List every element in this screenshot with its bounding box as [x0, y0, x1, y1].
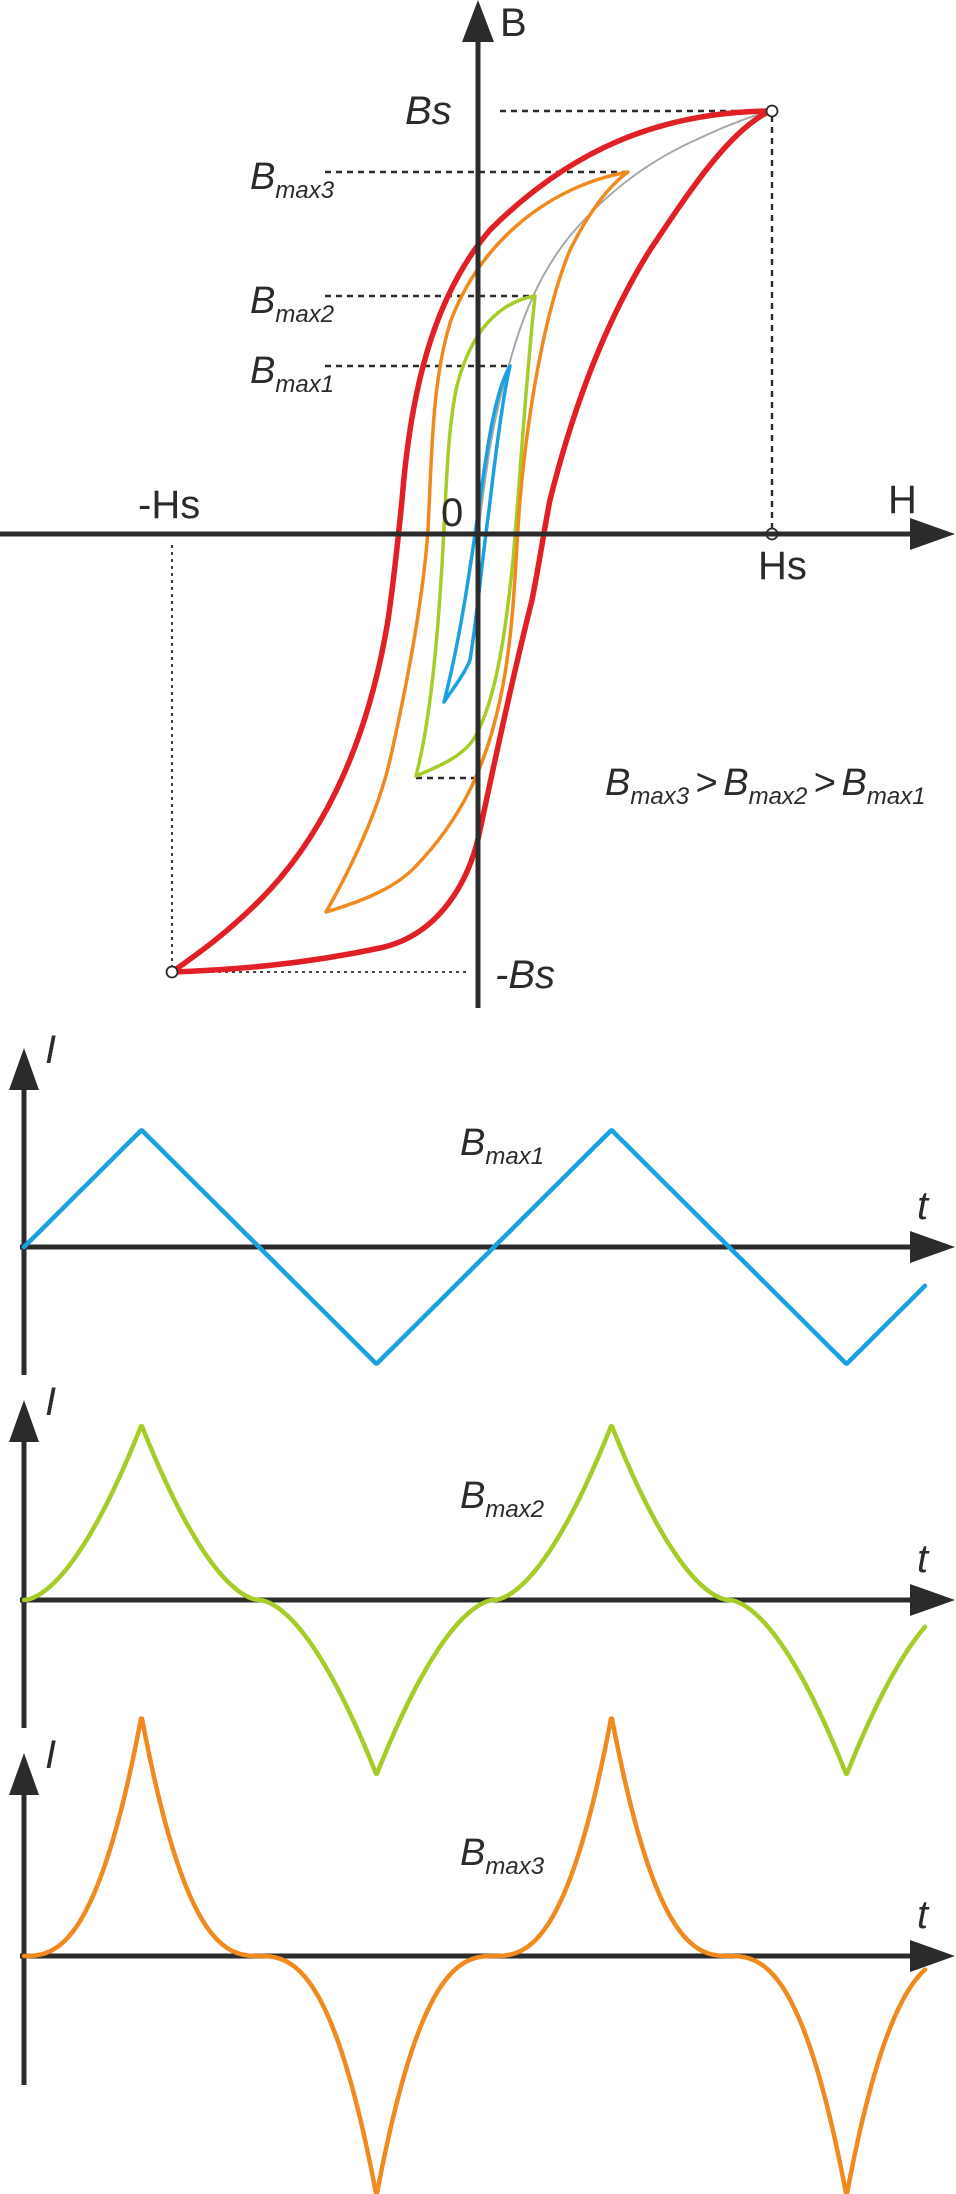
wave1-level-label: Bmax1	[460, 1122, 544, 1170]
wave2-level-label: Bmax2	[460, 1475, 544, 1523]
relation-b1: B	[605, 762, 630, 804]
bmax1-label-base: B	[250, 350, 275, 392]
wave1-level-base: B	[460, 1122, 485, 1164]
relation-sub-b: max2	[749, 783, 808, 810]
relation-sub-a: max3	[630, 783, 689, 810]
wave3-level-base: B	[460, 1832, 485, 1874]
hysteresis-loops	[169, 108, 773, 975]
h-axis-label: H	[888, 478, 917, 522]
wave1-y-arrow	[9, 1048, 39, 1090]
wave1-level-sub: max1	[485, 1143, 544, 1170]
bmax2-label-sub: max2	[275, 301, 334, 328]
h-axis-arrow	[910, 518, 955, 550]
bmax1-label: Bmax1	[250, 350, 334, 398]
relation-label: Bmax3>Bmax2>Bmax1	[605, 762, 926, 810]
wave3-level-label: Bmax3	[460, 1832, 545, 1880]
hysteresis-diagram: B H 0 Bs -Bs Hs -Hs Bmax3 Bmax2 Bmax1 Bm…	[0, 0, 955, 1008]
wave3-y-arrow	[9, 1753, 39, 1795]
bs-point-marker	[765, 104, 779, 118]
wave2-t-label: t	[917, 1537, 930, 1581]
relation-op-1: >	[695, 762, 717, 804]
loop-bmax2	[414, 294, 537, 778]
wave3-y-label: I	[45, 1733, 56, 1777]
b-axis-arrow	[462, 0, 494, 42]
wave3-t-arrow	[910, 1940, 955, 1972]
relation-op-2: >	[813, 762, 835, 804]
wave2-level-base: B	[460, 1475, 485, 1517]
waveform-panel-2: I t Bmax2	[9, 1380, 955, 1776]
wave3-t-label: t	[917, 1893, 930, 1937]
bmax3-label-sub: max3	[275, 177, 334, 204]
loop-bmax3	[324, 170, 630, 914]
relation-b3: B	[842, 762, 867, 804]
neg-hs-label: -Hs	[138, 483, 200, 527]
wave2-y-label: I	[45, 1380, 56, 1424]
bmax2-label-base: B	[250, 280, 275, 322]
hs-label: Hs	[758, 544, 807, 588]
wave2-level-sub: max2	[485, 1496, 544, 1523]
wave1-t-label: t	[917, 1184, 930, 1228]
wave1-current-trace	[21, 1128, 928, 1366]
bmax3-label-base: B	[250, 156, 275, 198]
bs-label: Bs	[405, 89, 452, 133]
waveform-panel-1: I t Bmax1	[9, 1028, 955, 1375]
bmax3-label: Bmax3	[250, 156, 335, 204]
bmax1-label-sub: max1	[275, 371, 334, 398]
wave2-t-arrow	[910, 1584, 955, 1616]
bmax2-label: Bmax2	[250, 280, 334, 328]
wave2-y-arrow	[9, 1400, 39, 1442]
loop-saturation	[169, 108, 773, 975]
neg-bs-point-marker	[165, 965, 179, 979]
loop-bmax1	[442, 364, 512, 704]
waveform-panel-3: I t Bmax3	[9, 1716, 955, 2194]
origin-label: 0	[441, 491, 463, 535]
wave1-t-arrow	[910, 1231, 955, 1263]
hysteresis-axes	[0, 0, 955, 1008]
wave1-y-label: I	[45, 1028, 56, 1072]
relation-b2: B	[723, 762, 748, 804]
wave2-current-trace	[21, 1424, 928, 1776]
neg-bs-label: -Bs	[495, 953, 555, 997]
guide-lines	[171, 109, 774, 973]
b-axis-label: B	[500, 1, 527, 45]
initial-magnetization-curve	[477, 110, 771, 535]
wave3-current-trace	[21, 1716, 928, 2194]
wave3-level-sub: max3	[485, 1853, 544, 1880]
relation-sub-c: max1	[867, 783, 926, 810]
